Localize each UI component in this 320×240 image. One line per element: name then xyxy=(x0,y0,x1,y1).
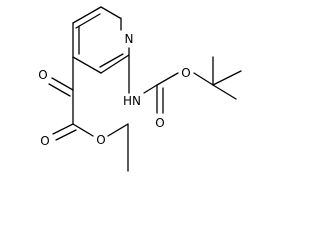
ester-carbonyl-oxygen-label: O xyxy=(40,134,49,148)
bond-ester-c-to-o-double-inner xyxy=(55,129,77,141)
bond-ester-c-to-o xyxy=(72,123,94,137)
bond-ring-right-down xyxy=(100,54,130,74)
bond-ester-o-to-tbu xyxy=(193,72,214,86)
bond-tbu-right xyxy=(212,70,242,86)
bond-ring-top-right xyxy=(100,6,121,19)
carbamate-ester-oxygen-label: O xyxy=(181,66,190,80)
bond-carbonyl-to-ester-o xyxy=(156,72,179,86)
molecule-structure-drawing: N HN O O O O O xyxy=(38,6,242,172)
bond-ester-c-to-o-double xyxy=(52,123,74,135)
bond-ring-top xyxy=(72,6,102,24)
bond-nh-carbonyl xyxy=(143,84,158,94)
bond-ester-o-to-ch2 xyxy=(107,123,129,137)
bond-tbu-down-right xyxy=(212,84,237,100)
ester-oxygen-label: O xyxy=(96,133,105,147)
bond-ring-right-down-inner xyxy=(99,53,124,68)
bond-keto-to-o-double xyxy=(48,83,71,97)
carbamate-chain xyxy=(100,54,242,114)
pyridine-ring xyxy=(72,6,130,74)
ketoester-chain xyxy=(48,56,129,172)
bond-ring-top-inner xyxy=(75,13,101,29)
keto-oxygen-label: O xyxy=(38,68,47,82)
bond-keto-to-o xyxy=(51,77,74,91)
ring-nitrogen-label: N xyxy=(125,32,134,46)
bond-ring-bottom-left xyxy=(72,56,102,74)
carbamate-carbonyl-oxygen-label: O xyxy=(155,116,164,130)
amine-label: HN xyxy=(123,94,141,108)
